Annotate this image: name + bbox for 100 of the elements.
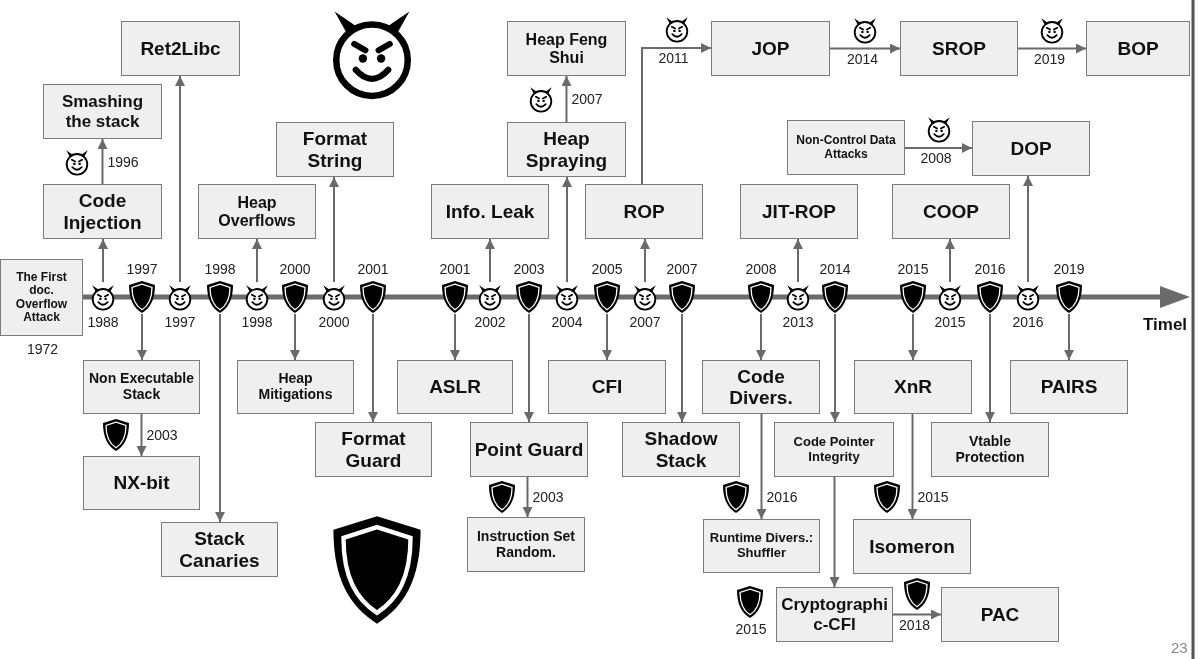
- arrow: [830, 313, 840, 423]
- axis-label: Timel: [1143, 316, 1188, 333]
- process-box: [470, 422, 588, 477]
- year-label: 2008: [744, 261, 778, 277]
- year-label: 2019: [1052, 261, 1086, 277]
- year-label: 2015: [896, 261, 930, 277]
- arrow: [252, 238, 262, 283]
- process-box: [237, 360, 354, 414]
- process-box: [787, 120, 905, 175]
- box-label: Info. Leak: [445, 200, 535, 223]
- process-box: [1086, 21, 1190, 76]
- process-box: [121, 21, 240, 76]
- arrow: [756, 413, 767, 520]
- process-box: [507, 122, 626, 177]
- year-label: 2001: [438, 261, 472, 277]
- box-label: SROP: [932, 37, 986, 60]
- year-label: 2013: [781, 314, 815, 330]
- box-label: Heap Mitigations: [257, 371, 334, 403]
- process-box: [198, 184, 316, 239]
- year-label: 2000: [278, 261, 312, 277]
- box-label: Runtime Divers.: Shuffler: [708, 531, 815, 561]
- arrow: [1023, 175, 1033, 283]
- year-label: 2015: [734, 621, 768, 637]
- box-label: Non-Control Data Attacks: [795, 134, 897, 161]
- year-label: 1998: [203, 261, 237, 277]
- box-label: Vtable Protection: [954, 433, 1026, 466]
- process-box: [703, 519, 820, 573]
- year-label: 2016: [1011, 314, 1045, 330]
- year-label: 2008: [919, 150, 953, 166]
- process-box: [83, 360, 200, 414]
- arrow: [524, 313, 534, 423]
- box-label: Point Guard: [474, 438, 584, 461]
- box-label: Shadow Stack: [643, 428, 719, 471]
- box-label: Cryptographic-CFI: [780, 595, 889, 634]
- year-label: 2003: [145, 427, 179, 443]
- year-label: 2014: [818, 261, 852, 277]
- arrow: [677, 313, 687, 423]
- year-label: 2004: [550, 314, 584, 330]
- arrow: [641, 43, 712, 185]
- year-label: 1972: [25, 341, 60, 357]
- box-label: Format String: [301, 128, 369, 171]
- arrow: [485, 238, 495, 283]
- box-label: Heap Overflows: [217, 193, 297, 230]
- year-label: 2007: [570, 91, 604, 107]
- box-label: Isomeron: [869, 535, 955, 558]
- year-label: 2007: [628, 314, 662, 330]
- year-label: 2016: [765, 489, 799, 505]
- process-box: [900, 21, 1018, 76]
- box-label: NX-bit: [113, 472, 170, 494]
- process-box: [931, 422, 1049, 477]
- box-label: Code Pointer Integrity: [792, 434, 876, 465]
- box-label: Instruction Set Random.: [476, 528, 576, 561]
- process-box: [622, 422, 740, 477]
- process-box: [43, 184, 162, 239]
- process-box: [854, 360, 972, 414]
- process-box: [43, 84, 162, 139]
- process-box: [548, 360, 666, 414]
- arrow: [215, 313, 225, 523]
- box-label: XnR: [894, 376, 932, 398]
- year-label: 1997: [163, 314, 197, 330]
- arrow: [892, 609, 942, 620]
- process-box: [507, 21, 626, 76]
- process-box: [711, 21, 830, 76]
- year-label: 2001: [356, 261, 390, 277]
- arrow: [562, 176, 572, 283]
- arrow: [561, 75, 572, 123]
- year-label: 2016: [973, 261, 1007, 277]
- arrow: [98, 238, 108, 283]
- arrow: [829, 476, 840, 588]
- box-label: PAC: [980, 603, 1020, 626]
- process-box: [1010, 360, 1128, 414]
- arrow: [829, 43, 901, 54]
- arrow: [793, 238, 803, 283]
- year-label: 2005: [590, 261, 624, 277]
- process-box: [585, 184, 703, 239]
- box-label: JIT-ROP: [762, 200, 836, 223]
- year-label: 1997: [125, 261, 159, 277]
- arrow: [329, 176, 339, 283]
- arrow: [368, 313, 378, 423]
- year-label: 1988: [86, 314, 120, 330]
- box-label: CFI: [591, 376, 623, 398]
- box-label: The First doc. Overflow Attack: [14, 270, 69, 325]
- year-label: 2000: [317, 314, 351, 330]
- box-label: Smashing the stack: [60, 92, 145, 131]
- year-label: 2015: [933, 314, 967, 330]
- process-box: [161, 522, 278, 577]
- arrow: [136, 413, 147, 457]
- year-label: 1998: [240, 314, 274, 330]
- year-label: 2002: [473, 314, 507, 330]
- box-label: BOP: [1117, 37, 1159, 60]
- arrow: [450, 313, 460, 361]
- arrow: [908, 313, 918, 361]
- box-label: COOP: [923, 200, 979, 223]
- box-label: ASLR: [429, 376, 481, 398]
- process-box: [397, 360, 513, 414]
- box-label: DOP: [1010, 137, 1052, 160]
- arrow: [985, 313, 995, 423]
- process-box: [467, 517, 585, 572]
- box-label: Code Divers.: [728, 365, 794, 409]
- process-box: [941, 587, 1059, 642]
